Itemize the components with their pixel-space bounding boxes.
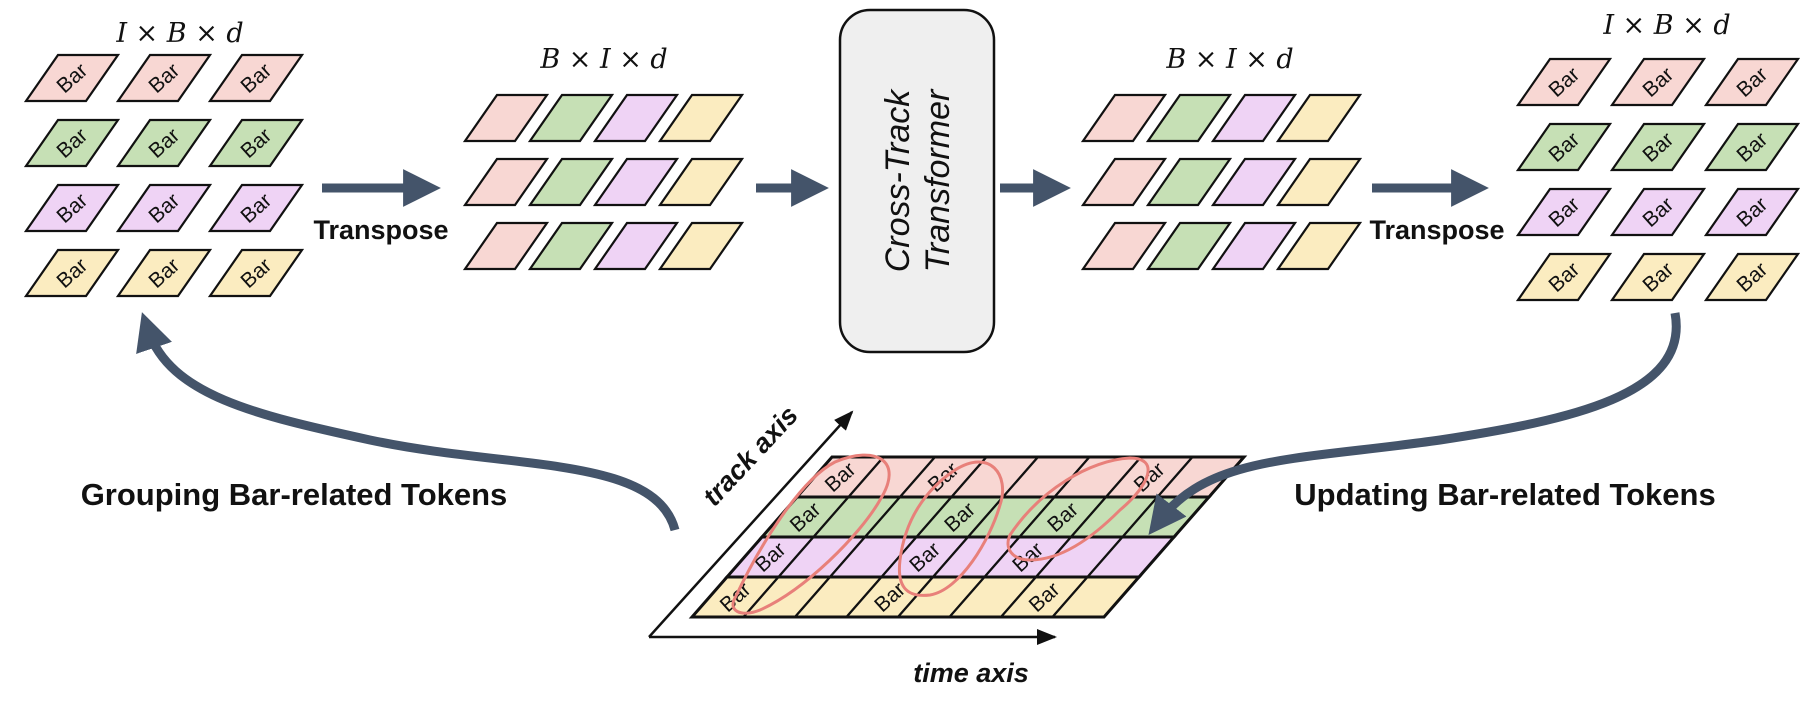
token-left-r1-c0 — [23, 118, 121, 168]
token-midleft-r1-c3 — [657, 157, 745, 207]
token-right-r2-c1 — [1609, 187, 1707, 237]
transformer-label-line2: Transformer — [919, 88, 957, 272]
token-right-r3-c0 — [1515, 252, 1613, 302]
bar-group-outline-3 — [1006, 456, 1150, 562]
token-right-r3-c1 — [1609, 252, 1707, 302]
token-right-r3-c2 — [1703, 252, 1801, 302]
track-axis-label: track axis — [697, 400, 804, 512]
token-midright-r2-c0 — [1080, 221, 1168, 271]
shape-label-mid-right: B × I × d — [1165, 44, 1293, 75]
grouping-curve-arrow — [136, 312, 680, 532]
token-midright-r1-c2 — [1210, 157, 1298, 207]
token-midleft-r0-c0 — [462, 93, 550, 143]
cross-track-transformer-block: Cross-Track Transformer — [838, 8, 996, 354]
token-left-r3-c2 — [207, 248, 305, 298]
updating-curve-arrow — [1148, 312, 1681, 535]
bar-group-outline-1 — [731, 453, 891, 615]
token-left-r0-c0 — [23, 53, 121, 103]
token-midleft-r2-c2 — [592, 221, 680, 271]
grouping-label: Grouping Bar-related Tokens — [81, 477, 508, 512]
bar-group-outlines — [731, 453, 1150, 615]
token-midright-r2-c2 — [1210, 221, 1298, 271]
token-left-r3-c1 — [115, 248, 213, 298]
token-left-r2-c2 — [207, 183, 305, 233]
token-midleft-r2-c3 — [657, 221, 745, 271]
token-midleft-r0-c3 — [657, 93, 745, 143]
token-midleft-r0-c1 — [527, 93, 615, 143]
token-midright-r0-c0 — [1080, 93, 1168, 143]
shape-label-mid-left: B × I × d — [539, 44, 667, 75]
shape-label-left: I × B × d — [115, 18, 243, 49]
track-axis-line — [648, 410, 854, 638]
token-right-r2-c2 — [1703, 187, 1801, 237]
token-left-r0-c2 — [207, 53, 305, 103]
token-midleft-r2-c1 — [527, 221, 615, 271]
token-midright-r0-c2 — [1210, 93, 1298, 143]
token-midleft-r2-c0 — [462, 221, 550, 271]
transformer-label-line1: Cross-Track — [879, 88, 917, 273]
token-midleft-r0-c2 — [592, 93, 680, 143]
token-midleft-r1-c2 — [592, 157, 680, 207]
token-right-r0-c0 — [1515, 57, 1613, 107]
shape-label-right: I × B × d — [1602, 10, 1730, 41]
token-right-r0-c1 — [1609, 57, 1707, 107]
token-left-r2-c1 — [115, 183, 213, 233]
token-left-r0-c1 — [115, 53, 213, 103]
token-midright-r1-c0 — [1080, 157, 1168, 207]
token-left-r1-c1 — [115, 118, 213, 168]
token-right-r1-c1 — [1609, 122, 1707, 172]
mid-right-token-grid — [1080, 93, 1363, 271]
token-right-r1-c2 — [1703, 122, 1801, 172]
bar-group-outline-2 — [897, 460, 1005, 597]
token-left-r2-c0 — [23, 183, 121, 233]
token-right-r2-c0 — [1515, 187, 1613, 237]
token-midright-r0-c3 — [1275, 93, 1363, 143]
token-midright-r1-c1 — [1145, 157, 1233, 207]
transpose-label-right: Transpose — [1369, 215, 1504, 245]
token-midright-r0-c1 — [1145, 93, 1233, 143]
token-left-r3-c0 — [23, 248, 121, 298]
token-midright-r2-c3 — [1275, 221, 1363, 271]
token-midleft-r1-c1 — [527, 157, 615, 207]
token-midleft-r1-c0 — [462, 157, 550, 207]
token-left-r1-c2 — [207, 118, 305, 168]
transformer-box — [838, 8, 996, 354]
token-right-r0-c2 — [1703, 57, 1801, 107]
transpose-label-left: Transpose — [313, 215, 448, 245]
token-midright-r1-c3 — [1275, 157, 1363, 207]
updating-label: Updating Bar-related Tokens — [1294, 477, 1715, 512]
time-axis-label: time axis — [913, 658, 1029, 688]
mid-left-token-grid — [462, 93, 745, 271]
token-midright-r2-c1 — [1145, 221, 1233, 271]
token-right-r1-c0 — [1515, 122, 1613, 172]
